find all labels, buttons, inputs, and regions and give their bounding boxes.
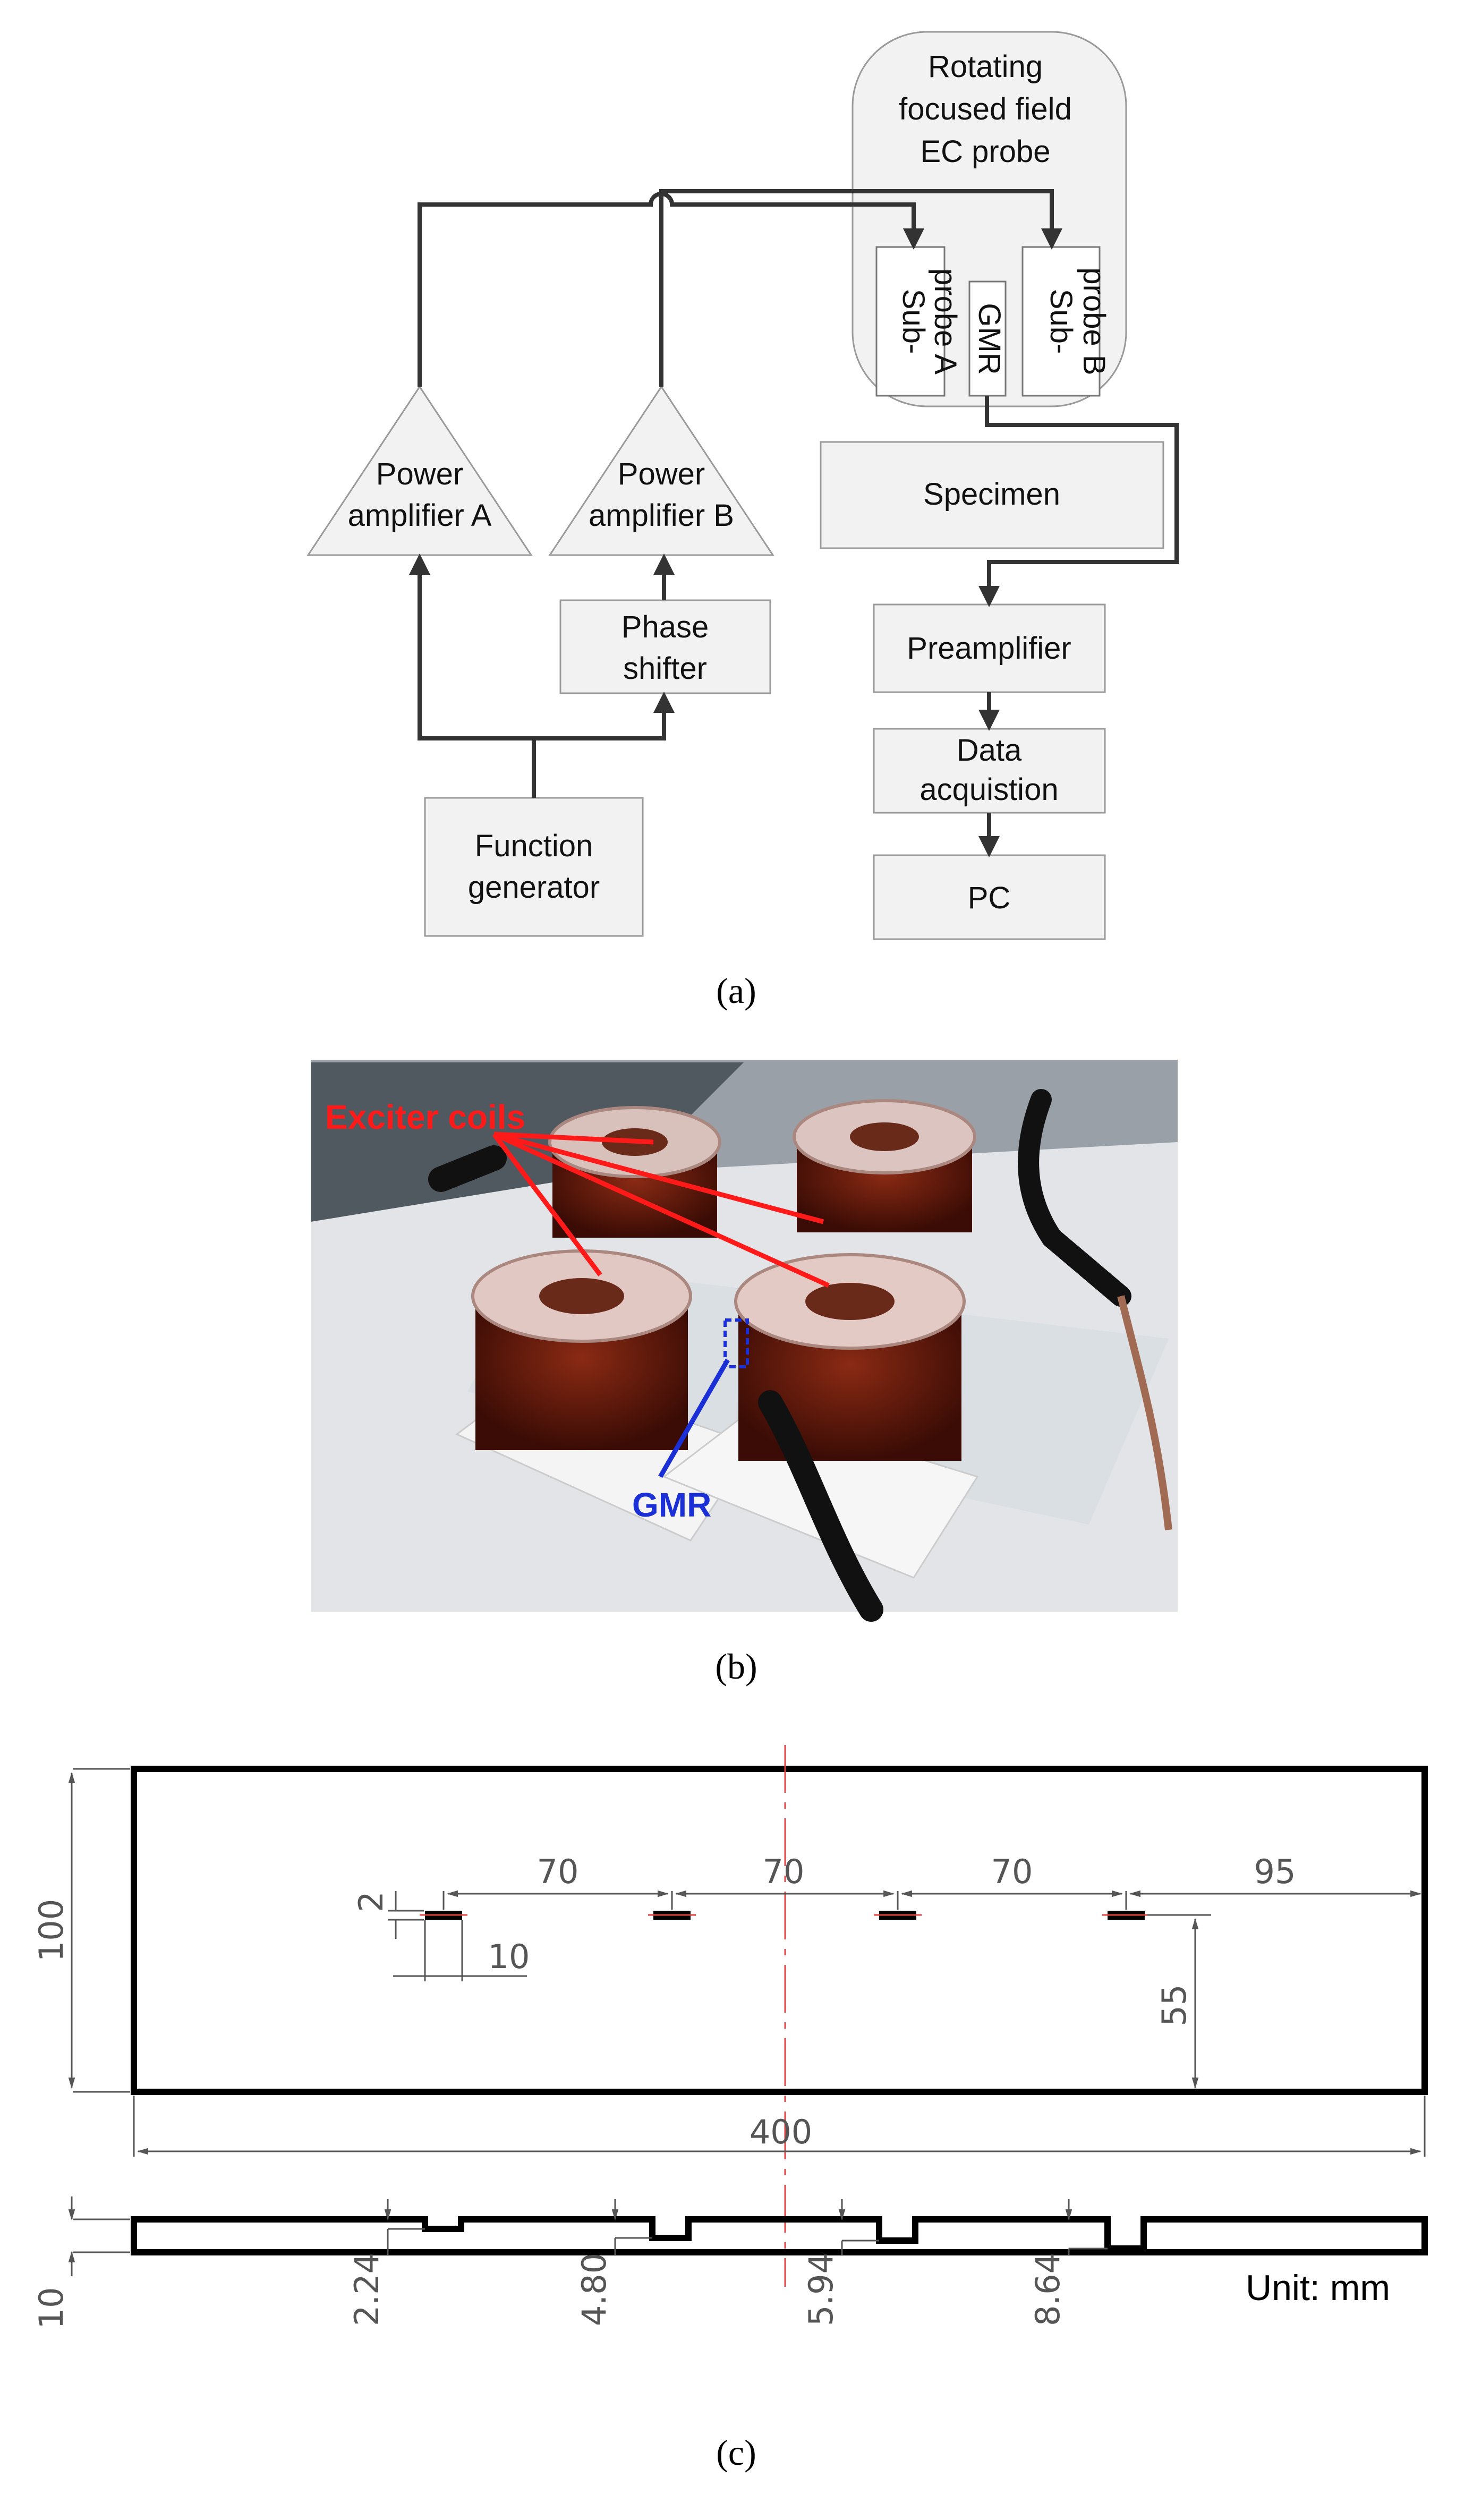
dim-right: 95 [1254, 1852, 1296, 1891]
probe-title-line3: EC probe [920, 134, 1050, 169]
exciter-pointer-lines [492, 1131, 830, 1288]
specimen-label: Specimen [923, 477, 1060, 512]
dim-spacing-3: 70 [991, 1852, 1033, 1891]
caption-b: (b) [715, 1646, 757, 1687]
dim-depth-2: 4.80 [575, 2253, 614, 2326]
power-amp-a-line2: amplifier A [348, 498, 492, 533]
pc-label: PC [968, 881, 1011, 915]
data-acquisition-box [873, 728, 1106, 814]
exciter-coils-label: Exciter coils [325, 1098, 525, 1136]
specimen-side-view [131, 2216, 1428, 2255]
dim-slot-length: 10 [488, 1937, 530, 1976]
data-acquisition-line1: Data [957, 733, 1022, 768]
sub-probe-a-line2: probe A [928, 268, 963, 374]
preamplifier-label: Preamplifier [907, 631, 1071, 666]
specimen-plan-outline [131, 1766, 1428, 2095]
data-acquisition-line2: acquistion [919, 772, 1058, 807]
sub-probe-b-line1: Sub- [1044, 289, 1078, 354]
dim-depth-1: 2.24 [347, 2253, 386, 2326]
sub-probe-b-line2: probe B [1077, 267, 1111, 375]
panel-c-specimen-drawing: 100 70 70 70 95 2 10 55 400 [32, 1745, 1428, 2473]
power-amp-b-line2: amplifier B [589, 498, 734, 533]
gmr-sensor-marker [723, 1318, 749, 1368]
panel-b-probe-photo: Exciter coils GMR (b) [311, 1060, 1178, 1687]
dim-depth-3: 5.94 [802, 2253, 840, 2326]
gmr-box [968, 280, 1007, 397]
dim-height: 100 [32, 1899, 71, 1962]
coil-front-left [471, 1249, 692, 1450]
slots-plan [420, 1911, 1150, 1920]
coil-back-right [793, 1099, 976, 1232]
phase-shifter-line1: Phase [621, 610, 709, 644]
gmr-pointer-line [658, 1358, 730, 1478]
coil-front-right [734, 1253, 966, 1461]
caption-c: (c) [716, 2432, 756, 2473]
dim-length: 400 [750, 2113, 812, 2151]
sub-probe-b-box [1021, 246, 1101, 397]
dim-spacing-2: 70 [763, 1852, 805, 1891]
gmr-label-a: GMR [972, 303, 1007, 374]
dim-spacing-1: 70 [537, 1852, 579, 1891]
sub-probe-a-box [875, 246, 946, 397]
dim-depth-4: 8.64 [1028, 2253, 1067, 2326]
caption-a: (a) [716, 970, 756, 1011]
gmr-photo-label: GMR [632, 1486, 711, 1524]
pc-box [873, 854, 1106, 940]
panel-a-block-diagram: Rotating focused field EC probe Sub- pro… [306, 31, 1179, 1011]
function-generator-line2: generator [468, 870, 600, 905]
sub-probe-a-line1: Sub- [896, 289, 931, 354]
dim-slot-width: 2 [352, 1891, 390, 1912]
dim-offset: 55 [1155, 1985, 1194, 2027]
probe-title-line1: Rotating [928, 49, 1043, 84]
preamplifier-box [873, 603, 1106, 693]
unit-label: Unit: mm [1246, 2268, 1390, 2308]
dim-thickness: 10 [32, 2287, 71, 2329]
specimen-box [820, 441, 1164, 549]
phase-shifter-box [559, 599, 771, 694]
probe-title-line2: focused field [899, 92, 1072, 126]
power-amp-a-line1: Power [376, 457, 463, 491]
phase-shifter-line2: shifter [623, 651, 707, 686]
power-amp-b-line1: Power [618, 457, 705, 491]
function-generator-line1: Function [475, 829, 593, 863]
function-generator-box [424, 797, 644, 937]
connection-wires [409, 189, 1179, 857]
